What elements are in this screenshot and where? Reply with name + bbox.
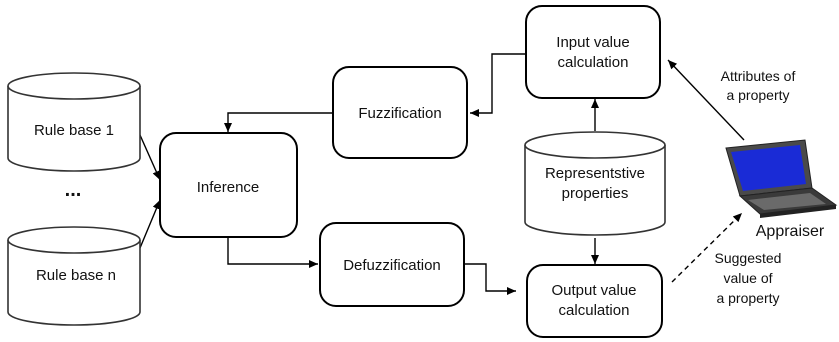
defuzzification-label: Defuzzification bbox=[343, 257, 441, 274]
attributes-label-line2: a property bbox=[726, 87, 789, 103]
attributes-label-line1: Attributes of bbox=[721, 68, 796, 84]
input-value-calculation-box: Input value calculation bbox=[525, 5, 661, 99]
output-value-label-line1: Output value bbox=[551, 282, 636, 299]
output-value-calculation-box: Output value calculation bbox=[526, 264, 663, 338]
inference-label: Inference bbox=[197, 179, 260, 196]
defuzzification-box: Defuzzification bbox=[319, 222, 465, 307]
edge-inference-defuzzification bbox=[227, 237, 318, 268]
output-value-label-line2: calculation bbox=[559, 302, 630, 319]
edge-rulebasen-inference bbox=[139, 199, 161, 249]
representative-properties-cylinder: Representstive properties bbox=[524, 131, 666, 236]
edge-defuzzification-output bbox=[464, 263, 516, 295]
representative-label-line2: properties bbox=[562, 185, 629, 202]
representative-label-line1: Representstive bbox=[545, 165, 645, 182]
fuzzification-label: Fuzzification bbox=[358, 105, 441, 122]
suggested-label-line2: value of bbox=[723, 270, 772, 286]
suggested-label-line3: a property bbox=[716, 290, 779, 306]
rule-base-1-label: Rule base 1 bbox=[34, 122, 114, 139]
rule-base-ellipsis: ... bbox=[65, 179, 82, 201]
appraiser-label: Appraiser bbox=[756, 223, 825, 240]
edge-fuzzification-inference bbox=[224, 112, 333, 132]
input-value-label-line1: Input value bbox=[556, 34, 629, 51]
edge-rulebase1-inference bbox=[139, 134, 161, 181]
rule-base-n-cylinder: Rule base n bbox=[7, 226, 141, 326]
fuzzification-box: Fuzzification bbox=[332, 66, 468, 159]
rule-base-1-cylinder: Rule base 1 bbox=[7, 72, 141, 172]
edge-inputvalue-fuzzification bbox=[470, 53, 525, 117]
suggested-label-line1: Suggested bbox=[715, 250, 782, 266]
edge-output-appraiser bbox=[671, 212, 743, 283]
rule-base-n-label: Rule base n bbox=[36, 267, 116, 284]
input-value-label-line2: calculation bbox=[558, 54, 629, 71]
inference-box: Inference bbox=[159, 132, 298, 238]
laptop-icon bbox=[725, 139, 838, 218]
edge-appraiser-inputvalue bbox=[667, 59, 745, 141]
